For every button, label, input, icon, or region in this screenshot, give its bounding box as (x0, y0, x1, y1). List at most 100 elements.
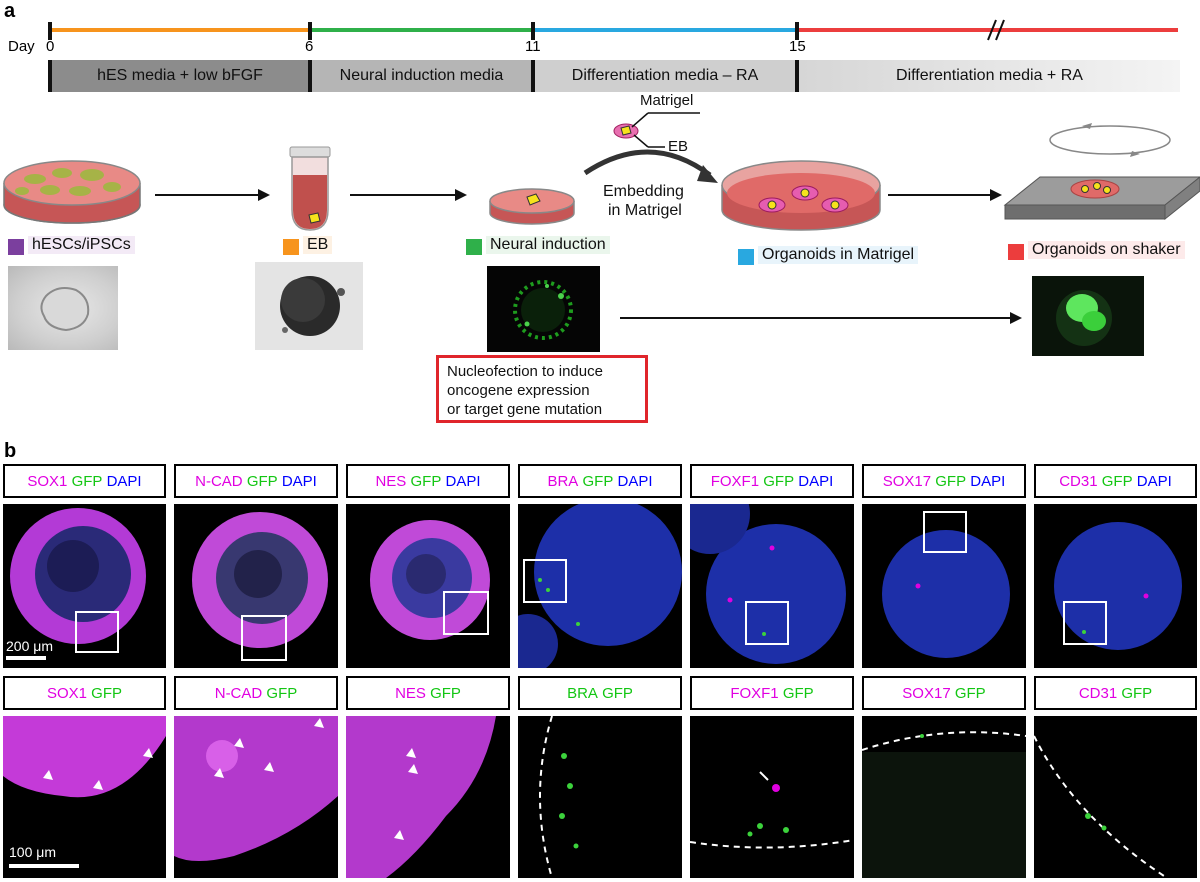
matrigel-eb-icon (613, 112, 700, 148)
marker-label: SOX1 (46, 684, 87, 702)
scale-bar-bottom-label: 100 μm (9, 844, 56, 860)
marker-label: SOX17 (902, 684, 951, 702)
eb-callout: EB (668, 138, 689, 155)
gfp-label: GFP (1121, 684, 1153, 702)
micrograph-sox17-overview (862, 504, 1026, 668)
header-bottom-ncad: N-CAD GFP (174, 676, 338, 710)
swatch-eb (283, 239, 299, 255)
header-top-sox1: SOX1 GFP DAPI (3, 464, 166, 498)
dapi-label: DAPI (445, 472, 481, 490)
marker-label: FOXF1 (730, 684, 779, 702)
gfp-label: GFP (935, 472, 967, 490)
header-bottom-bra: BRA GFP (518, 676, 682, 710)
micrograph-sox17-zoom (862, 716, 1026, 878)
header-top-ncad: N-CAD GFP DAPI (174, 464, 338, 498)
header-top-sox17: SOX17 GFP DAPI (862, 464, 1026, 498)
header-top-foxf1: FOXF1 GFP DAPI (690, 464, 854, 498)
header-bottom-sox17: SOX17 GFP (862, 676, 1026, 710)
tick-label-6: 6 (305, 38, 314, 55)
swatch-matrigel (738, 249, 754, 265)
gfp-label: GFP (266, 684, 298, 702)
micrograph-bra-overview (518, 504, 682, 668)
micrograph-sox1-zoom: 100 μm (3, 716, 166, 878)
photo-shaker-gfp (1032, 276, 1144, 356)
matrigel-callout: Matrigel (640, 92, 694, 109)
swatch-neural (466, 239, 482, 255)
gfp-label: GFP (763, 472, 795, 490)
axis-break-1 (987, 19, 997, 41)
marker-label: BRA (547, 472, 579, 490)
day-label: Day (8, 38, 35, 55)
marker-label: CD31 (1059, 472, 1098, 490)
dapi-label: DAPI (798, 472, 834, 490)
dapi-label: DAPI (106, 472, 142, 490)
embedding-label-2: in Matrigel (608, 202, 682, 219)
micrograph-ncad-overview (174, 504, 338, 668)
marker-label: NES (375, 472, 407, 490)
swatch-hesc (8, 239, 24, 255)
photo-hesc-colony (8, 266, 118, 350)
dapi-label: DAPI (617, 472, 653, 490)
panel-a-letter: a (4, 0, 16, 22)
gfp-label: GFP (1101, 472, 1133, 490)
micrograph-bra-zoom (518, 716, 682, 878)
header-top-bra: BRA GFP DAPI (518, 464, 682, 498)
dapi-label: DAPI (970, 472, 1006, 490)
marker-label: CD31 (1078, 684, 1118, 702)
gfp-label: GFP (602, 684, 633, 702)
media-seg-2: Neural induction media (312, 60, 531, 92)
marker-label: SOX17 (882, 472, 932, 490)
nucleofection-line-2: oncogene expression (447, 382, 590, 399)
header-bottom-nes: NES GFP (346, 676, 510, 710)
axis-break-2 (995, 19, 1005, 41)
stage-label-eb: EB (303, 236, 333, 254)
marker-label: NES (395, 684, 426, 702)
gfp-label: GFP (410, 472, 442, 490)
gfp-label: GFP (91, 684, 123, 702)
media-seg-1: hES media + low bFGF (52, 60, 308, 92)
dapi-label: DAPI (281, 472, 317, 490)
gfp-label: GFP (782, 684, 814, 702)
nucleofection-box: Nucleofection to induce oncogene express… (436, 355, 648, 423)
marker-label: N-CAD (195, 472, 243, 490)
micrograph-foxf1-overview (690, 504, 854, 668)
header-top-nes: NES GFP DAPI (346, 464, 510, 498)
photo-neural-gfp (487, 266, 600, 352)
media-seg-3: Differentiation media – RA (535, 60, 795, 92)
marker-label: N-CAD (214, 684, 263, 702)
shaker-icon (1003, 123, 1200, 221)
header-top-cd31: CD31 GFP DAPI (1034, 464, 1197, 498)
dish-organoids (721, 160, 881, 231)
marker-label: BRA (567, 684, 598, 702)
scale-bar-top-label: 200 μm (6, 638, 53, 654)
micrograph-cd31-zoom (1034, 716, 1197, 878)
gfp-label: GFP (582, 472, 614, 490)
micrograph-nes-overview (346, 504, 510, 668)
header-bottom-foxf1: FOXF1 GFP (690, 676, 854, 710)
panel-b-letter: b (4, 440, 17, 462)
marker-label: FOXF1 (710, 472, 760, 490)
tick-label-15: 15 (789, 38, 806, 55)
gfp-label: GFP (71, 472, 103, 490)
micrograph-ncad-zoom (174, 716, 338, 878)
micrograph-nes-zoom (346, 716, 510, 878)
photo-eb (255, 262, 363, 350)
header-bottom-sox1: SOX1 GFP (3, 676, 166, 710)
tick-label-11: 11 (525, 38, 541, 55)
stage-label-neural: Neural induction (486, 236, 610, 254)
tick-label-0: 0 (46, 38, 55, 55)
micrograph-foxf1-zoom (690, 716, 854, 878)
nucleofection-line-3: or target gene mutation (447, 401, 603, 418)
dish-neural (489, 188, 575, 225)
micrograph-cd31-overview (1034, 504, 1197, 668)
media-seg-4: Differentiation media + RA (799, 60, 1180, 92)
gfp-label: GFP (430, 684, 461, 702)
tube-eb (289, 146, 331, 231)
header-bottom-cd31: CD31 GFP (1034, 676, 1197, 710)
micrograph-sox1-overview: 200 μm (3, 504, 166, 668)
timeline (48, 19, 1178, 92)
stage-label-shaker: Organoids on shaker (1028, 241, 1185, 259)
swatch-shaker (1008, 244, 1024, 260)
stage-label-hesc: hESCs/iPSCs (28, 236, 135, 254)
stage-label-matrigel: Organoids in Matrigel (758, 246, 919, 264)
